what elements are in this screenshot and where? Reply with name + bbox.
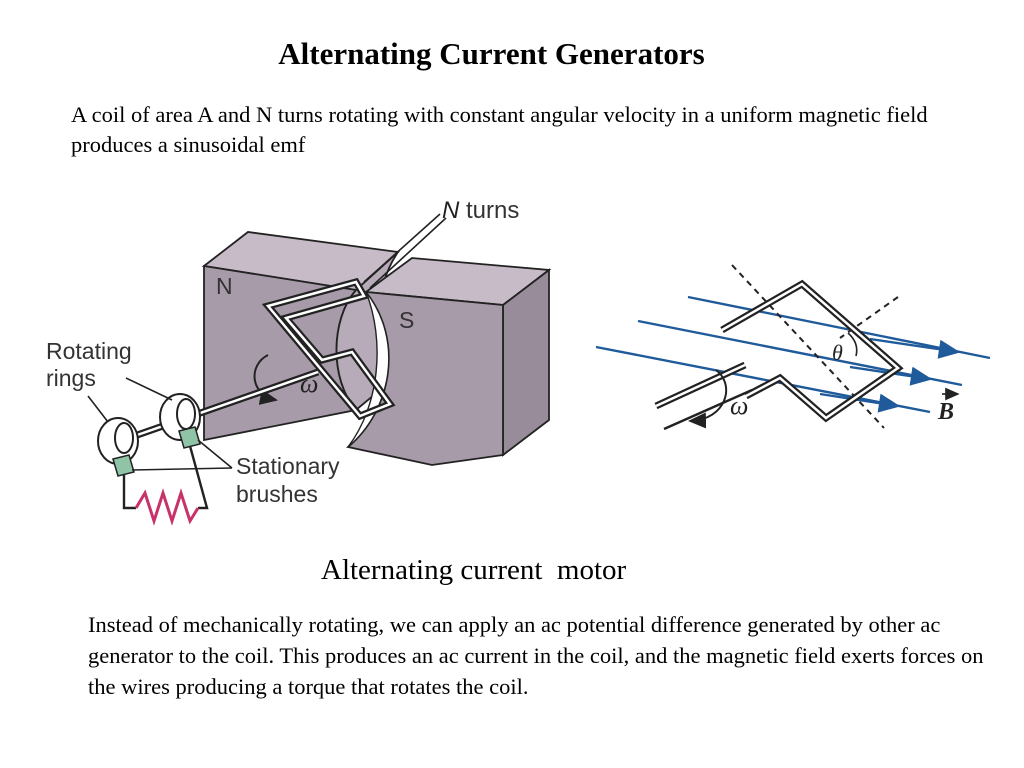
north-pole-label: N — [216, 273, 233, 299]
theta-label: θ — [832, 340, 843, 365]
theta-arc — [847, 332, 858, 357]
field-coil — [720, 279, 904, 423]
n-turns-text: turns — [459, 197, 519, 224]
resistor-circuit — [122, 445, 209, 526]
rotation-arrow-icon — [253, 354, 278, 405]
motor-description: Instead of mechanically rotating, we can… — [88, 612, 984, 699]
slide-title: Alternating Current Generators — [278, 36, 705, 71]
rotating-rings-label-line1: Rotating — [46, 338, 132, 364]
field-shaft — [654, 361, 753, 431]
field-rotation-arrow-icon — [688, 369, 728, 429]
south-pole-label: S — [399, 307, 414, 333]
field-omega-label: ω — [730, 391, 748, 420]
magnetic-field-lines — [595, 295, 991, 414]
rotating-rings-leader — [125, 377, 173, 401]
south-magnet: S — [346, 257, 552, 466]
generator-diagram: N S ω — [46, 197, 552, 526]
generator-coil — [261, 277, 396, 421]
stationary-brushes-label-line1: Stationary — [236, 453, 340, 479]
n-turns-label: N turns — [442, 197, 519, 224]
shaft — [118, 368, 320, 445]
motor-subtitle: Alternating current motor — [321, 554, 627, 586]
dashed-guides — [731, 264, 899, 429]
n-turns-leader — [363, 213, 441, 283]
brushes-leader — [197, 439, 233, 469]
n-turns-leader — [369, 217, 447, 289]
rotating-rings-label-line2: rings — [46, 365, 96, 391]
field-b-label: B — [937, 399, 954, 425]
stationary-brushes-label-line2: brushes — [236, 481, 318, 507]
rotating-rings-leader — [87, 395, 109, 423]
n-turns-symbol: N — [442, 197, 460, 224]
intro-text: A coil of area A and N turns rotating wi… — [71, 102, 928, 157]
field-diagram: ω θ B — [595, 264, 991, 431]
brushes-leader — [131, 467, 233, 471]
stationary-brushes — [112, 426, 201, 477]
